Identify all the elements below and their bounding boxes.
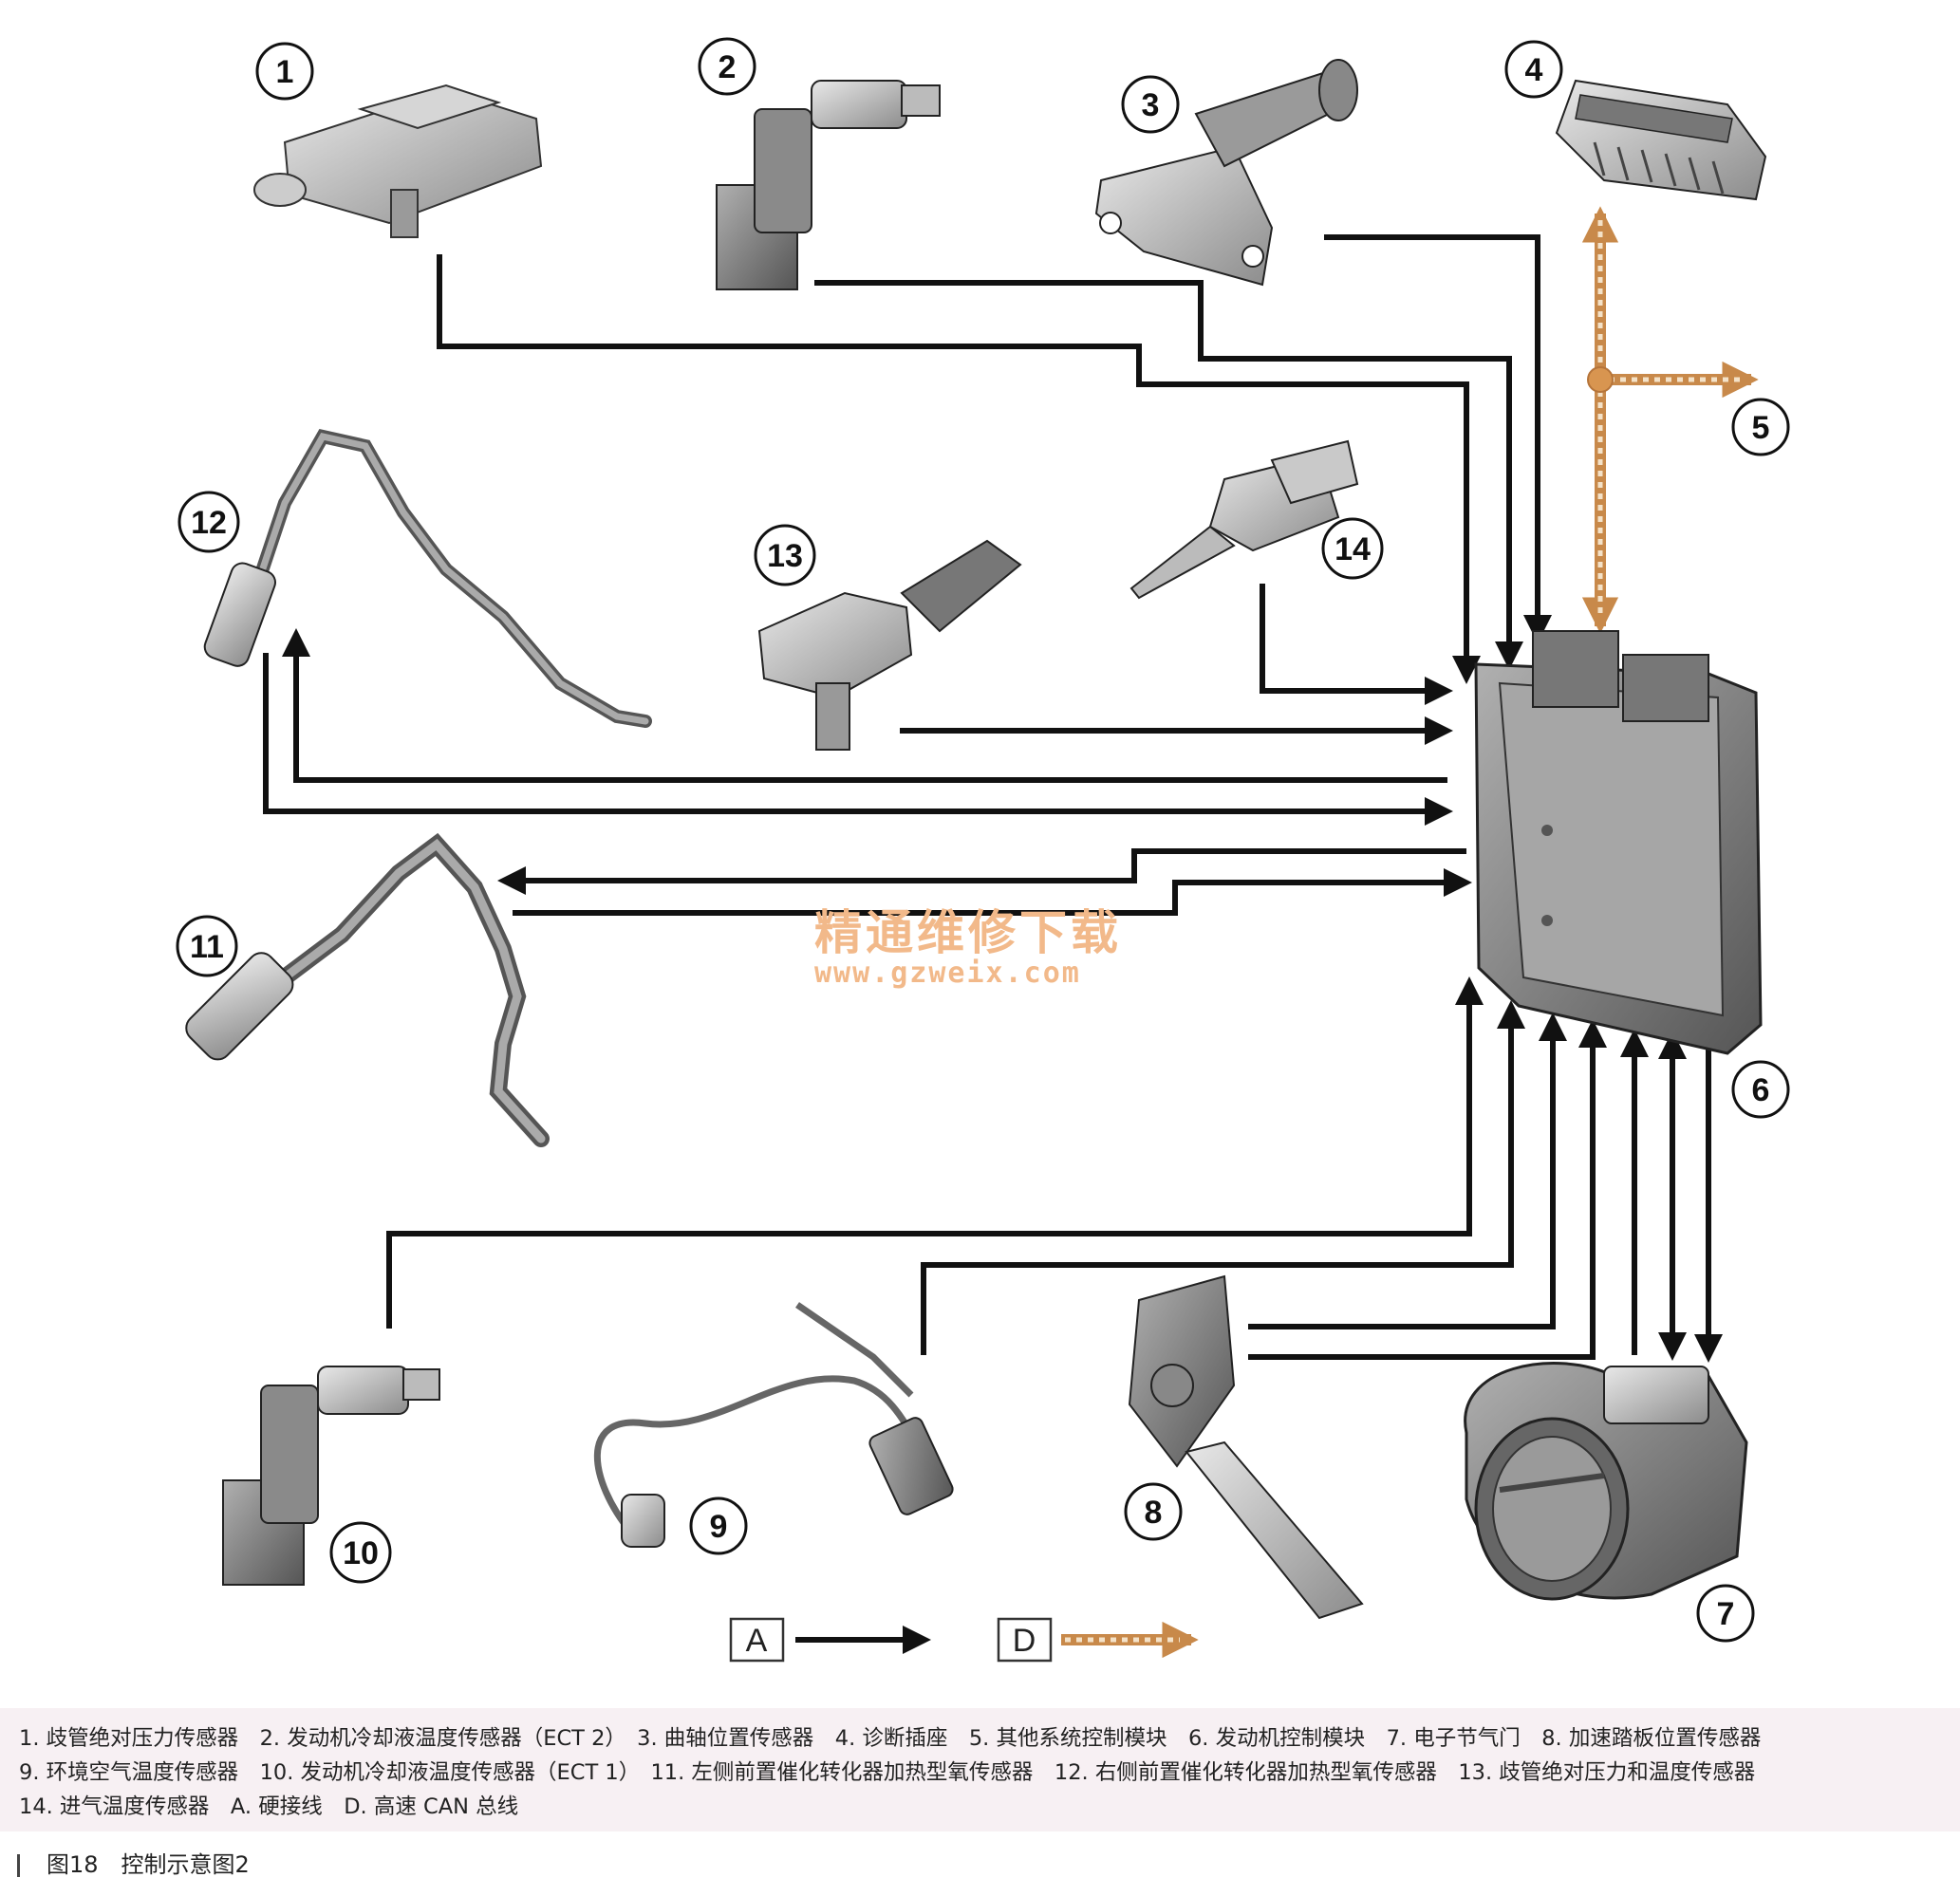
legend-hardwire: A bbox=[729, 1617, 931, 1663]
watermark: 精通维修下载 www.gzweix.com bbox=[814, 905, 1122, 990]
hardwire-connections bbox=[263, 234, 1723, 1363]
wire-12-to-ecm bbox=[263, 653, 1453, 826]
callout-1: 1 bbox=[255, 42, 314, 101]
callout-11-number: 11 bbox=[190, 929, 224, 965]
wire-10-to-ecm bbox=[386, 976, 1484, 1329]
callout-10: 10 bbox=[329, 1521, 392, 1584]
component-2-ect2-sensor bbox=[716, 80, 941, 290]
callout-3-number: 3 bbox=[1142, 87, 1160, 123]
component-callouts: 1 2 3 4 5 6 7 8 9 10 11 12 13 14 bbox=[176, 37, 1790, 1643]
callout-14: 14 bbox=[1321, 517, 1384, 580]
callout-2: 2 bbox=[698, 37, 756, 96]
callout-4: 4 bbox=[1504, 40, 1563, 99]
callout-12: 12 bbox=[177, 491, 240, 553]
component-11-left-o2-sensor bbox=[185, 832, 550, 1147]
component-4-diagnostic-socket bbox=[1555, 79, 1767, 201]
callout-5-number: 5 bbox=[1752, 410, 1770, 446]
callout-13-number: 13 bbox=[767, 538, 803, 574]
component-8-accelerator-pedal-sensor bbox=[1128, 1274, 1364, 1620]
control-schematic-diagram: 1 2 3 4 5 6 7 8 9 10 11 12 13 14 精通维修下载 … bbox=[176, 37, 1790, 1663]
watermark-url: www.gzweix.com bbox=[814, 957, 1081, 990]
callout-7-number: 7 bbox=[1717, 1596, 1735, 1632]
wire-ecm-to-12 bbox=[282, 628, 1447, 783]
wire-2-to-ecm bbox=[814, 280, 1523, 670]
legend-can-key: D bbox=[1013, 1623, 1036, 1659]
wire-11-to-ecm bbox=[513, 868, 1472, 916]
callout-11: 11 bbox=[176, 915, 238, 977]
caption-line-2: 9. 环境空气温度传感器 10. 发动机冷却液温度传感器（ECT 1） 11. … bbox=[19, 1760, 1756, 1785]
wire-8a-to-ecm bbox=[1248, 1013, 1567, 1329]
can-bus-connections bbox=[1581, 206, 1759, 634]
callout-6-number: 6 bbox=[1752, 1072, 1770, 1108]
figure-title: 图18 控制示意图2 bbox=[17, 1846, 250, 1879]
figure-title-text: 图18 控制示意图2 bbox=[47, 1851, 250, 1878]
callout-7: 7 bbox=[1696, 1584, 1755, 1643]
caption-line-3: 14. 进气温度传感器 A. 硬接线 D. 高速 CAN 总线 bbox=[19, 1794, 519, 1819]
title-bar-icon bbox=[17, 1854, 20, 1877]
callout-9: 9 bbox=[689, 1496, 748, 1555]
callout-8-number: 8 bbox=[1145, 1495, 1163, 1531]
component-9-ambient-temp-sensor bbox=[593, 1302, 954, 1548]
wire-ecm-to-11 bbox=[497, 848, 1466, 895]
callout-10-number: 10 bbox=[343, 1535, 379, 1571]
callout-5: 5 bbox=[1731, 398, 1790, 456]
watermark-cn: 精通维修下载 bbox=[814, 905, 1122, 960]
can-bus-junction bbox=[1587, 366, 1614, 393]
component-12-right-o2-sensor bbox=[203, 429, 652, 728]
wire-9-to-ecm bbox=[921, 1000, 1525, 1355]
component-13-tmap-sensor bbox=[757, 539, 1022, 751]
callout-6: 6 bbox=[1731, 1060, 1790, 1119]
callout-2-number: 2 bbox=[719, 49, 737, 85]
legend-hardwire-key: A bbox=[746, 1623, 768, 1659]
component-6-engine-control-module bbox=[1474, 630, 1763, 1055]
wire-14-to-ecm bbox=[1260, 584, 1453, 705]
callout-13: 13 bbox=[754, 524, 816, 586]
component-10-ect1-sensor bbox=[222, 1366, 440, 1586]
callout-9-number: 9 bbox=[710, 1509, 728, 1545]
legend-can-bus: D bbox=[997, 1617, 1199, 1663]
callout-4-number: 4 bbox=[1525, 52, 1543, 88]
wire-8b-to-ecm bbox=[1248, 1019, 1607, 1360]
caption-legend: 1. 歧管绝对压力传感器 2. 发动机冷却液温度传感器（ECT 2） 3. 曲轴… bbox=[0, 1708, 1960, 1831]
component-14-iat-sensor bbox=[1129, 439, 1359, 600]
callout-14-number: 14 bbox=[1335, 531, 1371, 567]
component-7-electronic-throttle bbox=[1464, 1362, 1748, 1601]
callout-8: 8 bbox=[1124, 1482, 1183, 1541]
callout-12-number: 12 bbox=[191, 505, 227, 541]
line-legend: A D bbox=[729, 1617, 1199, 1663]
wire-3-to-ecm bbox=[1324, 234, 1552, 643]
component-3-crankshaft-sensor bbox=[1094, 59, 1358, 287]
callout-3: 3 bbox=[1121, 75, 1180, 134]
wire-1-to-ecm bbox=[437, 254, 1481, 684]
caption-line-1: 1. 歧管绝对压力传感器 2. 发动机冷却液温度传感器（ECT 2） 3. 曲轴… bbox=[19, 1726, 1762, 1751]
component-1-map-sensor bbox=[253, 84, 543, 238]
callout-1-number: 1 bbox=[276, 54, 294, 90]
